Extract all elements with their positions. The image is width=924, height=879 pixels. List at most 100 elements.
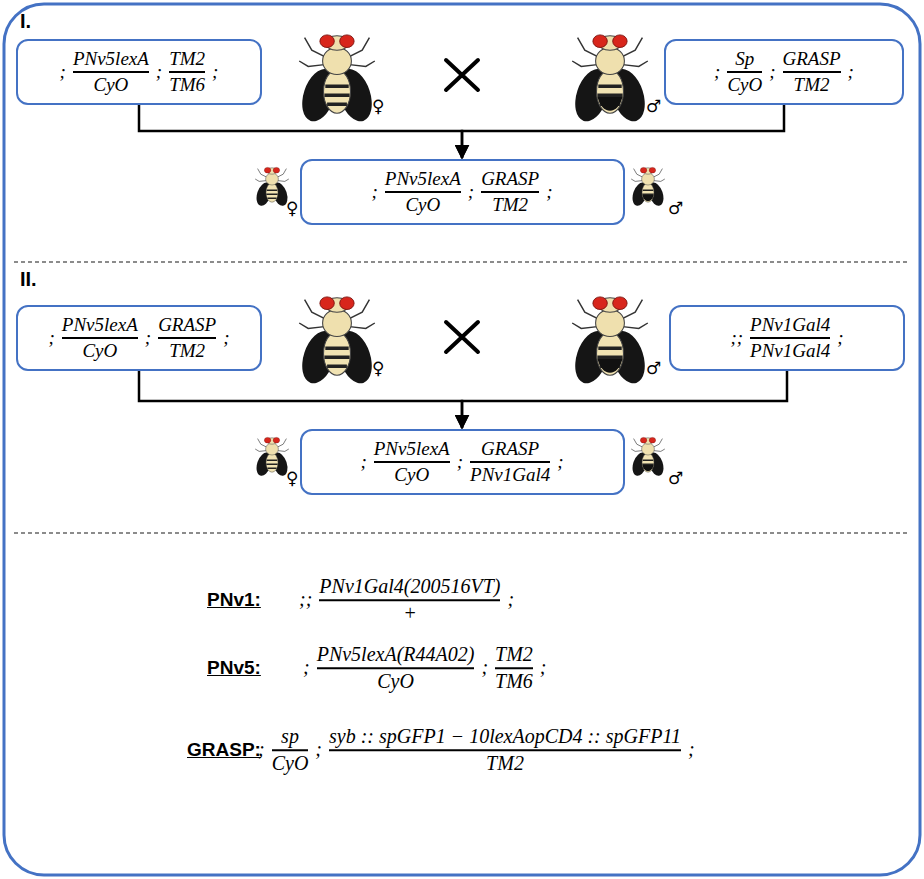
separator-mark: ; xyxy=(303,657,310,680)
genotype-fraction: TM2TM6 xyxy=(169,48,205,95)
separator-mark: ; xyxy=(223,327,229,349)
upper-chromosome: PNv5lexA xyxy=(385,168,461,190)
separator-mark: ; xyxy=(540,657,547,680)
fraction-bar xyxy=(783,71,841,73)
lower-chromosome: + xyxy=(403,602,417,625)
upper-chromosome: sp xyxy=(281,725,299,748)
fraction-bar xyxy=(481,191,539,193)
fraction-bar xyxy=(385,191,461,193)
male-fly xyxy=(630,167,666,207)
genotype-fraction: PNv5lexA CyO xyxy=(385,168,461,215)
genotype-fraction: PNv1Gal4(200516VT) + xyxy=(319,575,500,625)
upper-chromosome: PNv5lexA xyxy=(73,48,149,70)
separator xyxy=(14,532,910,533)
cross-symbol xyxy=(446,322,478,352)
genotype-fraction: spCyO xyxy=(272,725,309,775)
stock-name: PNv5: xyxy=(207,657,261,679)
lower-chromosome: TM2 xyxy=(169,340,205,362)
lower-chromosome: CyO xyxy=(405,194,440,216)
separator-mark: ; xyxy=(468,181,474,203)
sex-symbol: ♂ xyxy=(668,468,683,488)
separator-mark: ;; xyxy=(730,327,743,349)
drawing-part xyxy=(446,60,478,90)
upper-chromosome: PNv5lexA(R44A02) xyxy=(317,643,475,666)
male-fly xyxy=(569,35,651,126)
separator-mark: ; xyxy=(714,61,720,83)
fraction-bar xyxy=(272,749,309,751)
lower-chromosome: TM2 xyxy=(492,194,528,216)
fraction-bar xyxy=(750,337,830,339)
fraction-bar xyxy=(169,71,205,73)
fraction-bar xyxy=(495,667,533,669)
separator-mark: ; xyxy=(372,181,378,203)
genotype-formula: ;PNv5lexA(R44A02)CyO;TM2TM6; xyxy=(300,643,550,693)
lower-chromosome: TM6 xyxy=(495,670,533,693)
female-fly xyxy=(296,297,378,388)
genotype-box: ;PNv5lexACyO;GRASPTM2; xyxy=(16,305,262,371)
upper-chromosome: PNv1Gal4(200516VT) xyxy=(319,575,500,598)
lower-chromosome: PNv1Gal4 xyxy=(750,340,830,362)
genotype-box: ;;PNv1Gal4PNv1Gal4; xyxy=(669,305,905,371)
lower-chromosome: TM2 xyxy=(486,752,524,775)
upper-chromosome: PNv5lexA xyxy=(62,314,138,336)
upper-chromosome: GRASP xyxy=(783,48,841,70)
upper-chromosome: TM2 xyxy=(495,643,533,666)
separator-mark: ; xyxy=(258,739,265,762)
lower-chromosome: CyO xyxy=(377,670,414,693)
genotype-fraction: syb :: spGFP1 − 10lexAopCD4 :: spGFP11TM… xyxy=(329,725,681,775)
separator-mark: ; xyxy=(769,61,775,83)
fraction-bar xyxy=(158,337,216,339)
sex-symbol: ♀ xyxy=(286,468,298,488)
separator-mark: ; xyxy=(315,739,322,762)
genotype-fraction: PNv5lexACyO xyxy=(374,438,450,485)
separator-mark: ; xyxy=(49,327,55,349)
genotype-fraction: TM2TM6 xyxy=(495,643,533,693)
upper-chromosome: GRASP xyxy=(158,314,216,336)
fraction-bar xyxy=(470,461,550,463)
separator-mark: ; xyxy=(546,181,552,203)
cross-arrow xyxy=(462,371,787,428)
separator-mark: ; xyxy=(557,451,563,473)
separator-mark: ; xyxy=(457,451,463,473)
upper-chromosome: syb :: spGFP1 − 10lexAopCD4 :: spGFP11 xyxy=(329,725,681,748)
cross-number: I. xyxy=(20,10,31,33)
genotype-box: ;PNv5lexACyO;GRASPPNv1Gal4; xyxy=(300,429,625,495)
genotype-formula: ; spCyO; syb :: spGFP1 − 10lexAopCD4 :: sp… xyxy=(255,725,698,775)
sex-symbol: ♂ xyxy=(646,96,661,116)
separator xyxy=(14,261,910,262)
female-fly xyxy=(254,167,290,207)
sex-symbol: ♀ xyxy=(372,96,384,116)
genotype-box: ; PNv5lexA CyO; GRASPTM2; xyxy=(300,159,625,225)
sex-symbol: ♂ xyxy=(646,358,661,378)
fraction-bar xyxy=(727,71,762,73)
separator-mark: ; xyxy=(481,657,488,680)
genotype-fraction: PNv1Gal4PNv1Gal4 xyxy=(750,314,830,361)
male-fly xyxy=(630,437,666,477)
separator-mark: ; xyxy=(212,61,218,83)
separator-mark: ;; xyxy=(299,589,312,612)
separator-mark: ; xyxy=(837,327,843,349)
genotype-formula: ;;PNv1Gal4(200516VT)+; xyxy=(296,575,517,625)
genotype-box: ;SpCyO;GRASPTM2; xyxy=(664,39,904,105)
frame-border xyxy=(4,4,920,875)
sex-symbol: ♀ xyxy=(372,358,384,378)
lower-chromosome: CyO xyxy=(82,340,117,362)
lower-chromosome: CyO xyxy=(272,752,309,775)
upper-chromosome: PNv1Gal4 xyxy=(750,314,830,336)
cross-arrow xyxy=(139,371,462,428)
lower-chromosome: CyO xyxy=(727,74,762,96)
genotype-fraction: GRASPTM2 xyxy=(481,168,539,215)
lower-chromosome: TM2 xyxy=(794,74,830,96)
stock-name: GRASP: xyxy=(187,739,261,761)
female-fly xyxy=(254,437,290,477)
fraction-bar xyxy=(319,599,500,601)
lower-chromosome: CyO xyxy=(93,74,128,96)
fraction-bar xyxy=(374,461,450,463)
sex-symbol: ♂ xyxy=(668,198,683,218)
fraction-bar xyxy=(329,749,681,751)
lower-chromosome: PNv1Gal4 xyxy=(470,464,550,486)
lower-chromosome: TM6 xyxy=(169,74,205,96)
separator-mark: ; xyxy=(360,451,366,473)
genotype-fraction: GRASP TM2 xyxy=(783,48,841,95)
separator-mark: ; xyxy=(848,61,854,83)
